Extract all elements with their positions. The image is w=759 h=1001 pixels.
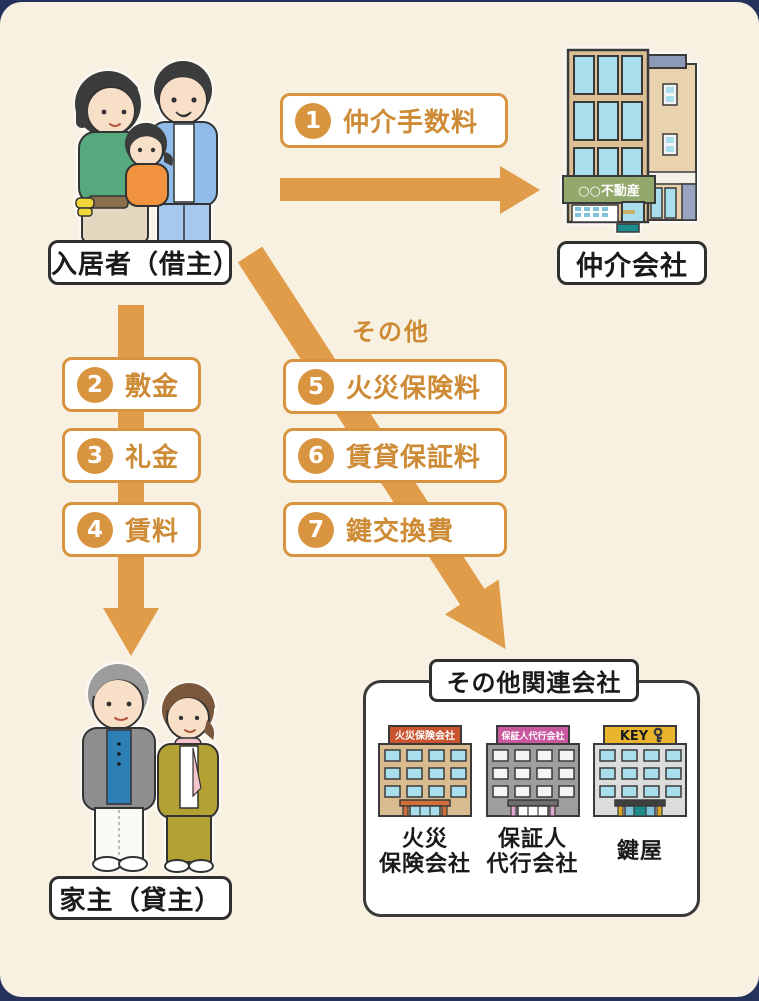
fee-number-badge: 5 <box>298 368 334 405</box>
others-panel-title: その他関連会社 <box>429 659 639 702</box>
company-row: 火災保険会社 火災 保険会社 <box>375 725 690 910</box>
fee-box-key-money: 3 礼金 <box>62 428 201 483</box>
fee-label: 賃料 <box>125 517 180 547</box>
fee-number-badge: 7 <box>298 511 334 548</box>
company-sign: 保証人代行会社 <box>500 730 564 742</box>
fire-insurance-building-illustration: 火災保険会社 <box>378 725 472 817</box>
tenant-family-illustration <box>75 61 218 244</box>
fee-label: 鍵交換費 <box>346 517 455 547</box>
broker-building-illustration: ○○不動産 <box>562 48 697 233</box>
key-shop-building-illustration: KEY <box>593 725 687 817</box>
tenant-label: 入居者（借主） <box>48 240 239 285</box>
fee-label: 賃貸保証料 <box>346 443 482 473</box>
fee-box-brokerage-fee: 1 仲介手数料 <box>280 93 508 148</box>
company-name: 鍵屋 <box>616 839 663 864</box>
fee-label: 火災保険料 <box>346 374 482 404</box>
broker-label: 仲介会社 <box>557 241 707 285</box>
fee-number-badge: 4 <box>77 511 113 548</box>
key-icon <box>653 727 663 743</box>
fee-box-key-exchange-fee: 7 鍵交換費 <box>283 502 507 557</box>
others-heading: その他 <box>352 318 430 346</box>
company-name: 火災 保険会社 <box>378 827 471 878</box>
fee-label: 礼金 <box>125 443 180 473</box>
company-fire-insurance: 火災保険会社 火災 保険会社 <box>375 725 475 910</box>
company-name: 保証人 代行会社 <box>486 827 579 878</box>
guarantor-agency-building-illustration: 保証人代行会社 <box>485 725 580 817</box>
fee-label: 敷金 <box>125 372 180 402</box>
fee-number-badge: 3 <box>77 437 113 474</box>
fee-box-rent: 4 賃料 <box>62 502 201 557</box>
fee-box-fire-insurance-fee: 5 火災保険料 <box>283 359 507 414</box>
fee-number-badge: 2 <box>77 366 113 403</box>
company-guarantor-agency: 保証人代行会社 保証人 代行会社 <box>483 725 583 910</box>
fee-number-badge: 1 <box>295 102 331 139</box>
company-sign: KEY <box>620 729 649 744</box>
company-sign: 火災保険会社 <box>395 729 455 742</box>
fee-number-badge: 6 <box>298 437 334 474</box>
broker-sign: ○○不動産 <box>578 183 640 199</box>
landlord-couple-illustration <box>82 664 219 873</box>
company-key-shop: KEY 鍵屋 <box>590 725 690 910</box>
fee-box-rent-guarantee-fee: 6 賃貸保証料 <box>283 428 507 483</box>
fee-label: 仲介手数料 <box>343 108 479 138</box>
fee-box-deposit: 2 敷金 <box>62 357 201 412</box>
landlord-label: 家主（貸主） <box>49 876 232 920</box>
